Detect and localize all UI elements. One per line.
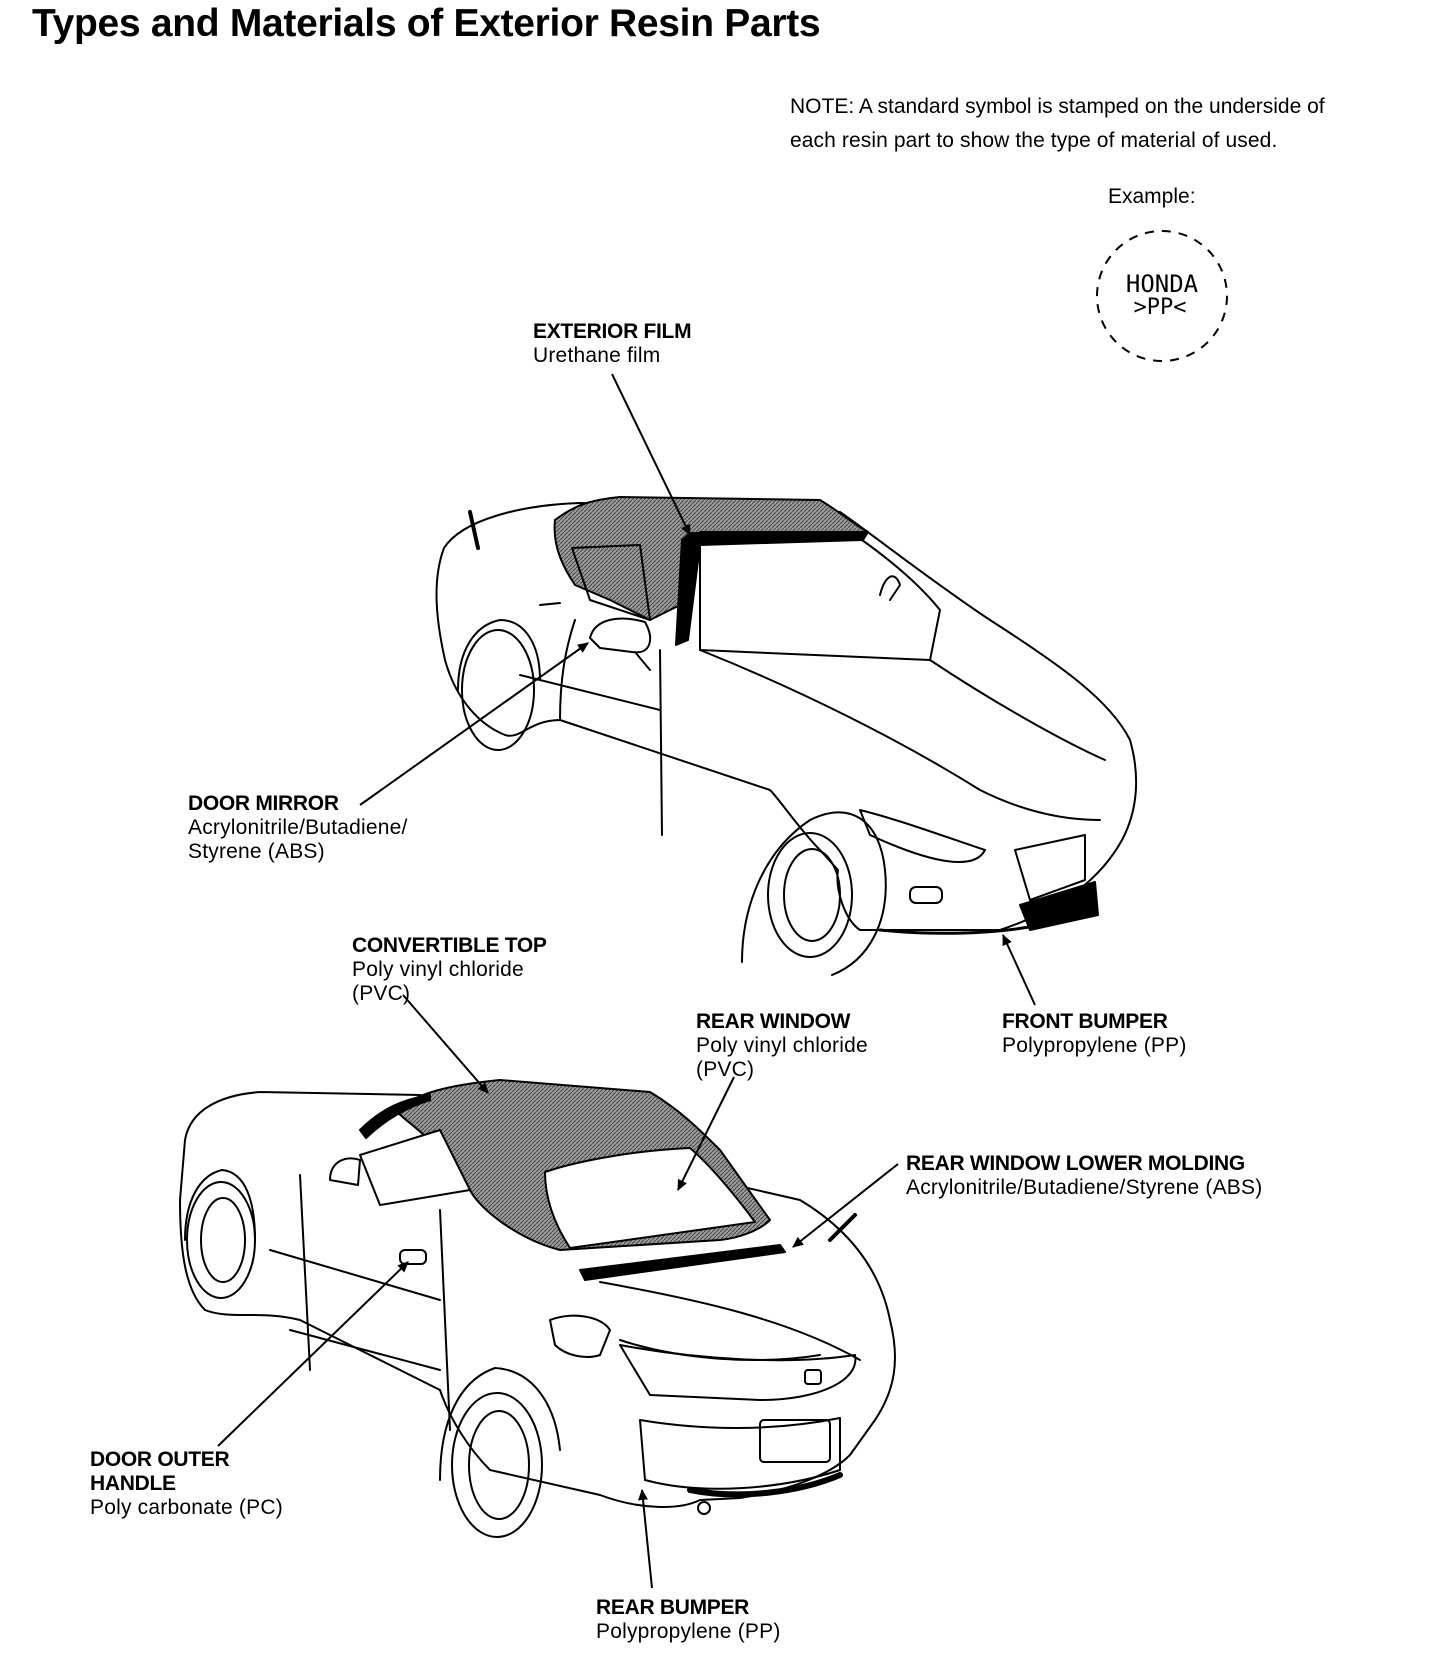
callout-rear-window-lower-molding: REAR WINDOW LOWER MOLDING Acrylonitrile/… [906, 1152, 1262, 1200]
rear-bumper-material: Polypropylene (PP) [596, 1620, 781, 1643]
convertible-top-material-1: Poly vinyl chloride [352, 958, 524, 981]
callout-door-mirror: DOOR MIRROR Acrylonitrile/Butadiene/ Sty… [188, 792, 408, 864]
exterior-film-material: Urethane film [533, 344, 661, 367]
callout-door-outer-handle: DOOR OUTER HANDLE Poly carbonate (PC) [90, 1448, 283, 1520]
leader-exterior-film [611, 373, 691, 536]
rear-window-name: REAR WINDOW [696, 1010, 851, 1033]
rear-car-illustration [179, 1079, 896, 1538]
rear-window-lower-molding-material: Acrylonitrile/Butadiene/Styrene (ABS) [906, 1176, 1263, 1199]
leader-door-outer-handle [217, 1261, 409, 1447]
leader-lines [217, 373, 1036, 1589]
front-bumper-material: Polypropylene (PP) [1002, 1034, 1187, 1057]
leader-front-bumper [1002, 934, 1036, 1006]
honda-pp-stamp: HONDA >PP< [1096, 230, 1228, 362]
note-line-2: each resin part to show the type of mate… [790, 129, 1278, 152]
door-mirror-name: DOOR MIRROR [188, 792, 339, 815]
callout-rear-window: REAR WINDOW Poly vinyl chloride (PVC) [696, 1010, 868, 1082]
callout-convertible-top: CONVERTIBLE TOP Poly vinyl chloride (PVC… [352, 934, 547, 1006]
leader-rear-window [677, 1076, 735, 1191]
rear-window-material-2: (PVC) [696, 1058, 755, 1081]
front-bumper-name: FRONT BUMPER [1002, 1010, 1168, 1033]
note-line-1: NOTE: A standard symbol is stamped on th… [790, 95, 1325, 118]
page-title: Types and Materials of Exterior Resin Pa… [32, 2, 821, 45]
callout-rear-bumper: REAR BUMPER Polypropylene (PP) [596, 1596, 781, 1644]
door-mirror-material-2: Styrene (ABS) [188, 840, 325, 863]
leader-door-mirror [359, 642, 589, 806]
rear-window-material-1: Poly vinyl chloride [696, 1034, 868, 1057]
convertible-top-name: CONVERTIBLE TOP [352, 934, 547, 957]
convertible-top-material-2: (PVC) [352, 982, 411, 1005]
stamp-line-2: >PP< [1134, 295, 1187, 320]
door-mirror-material-1: Acrylonitrile/Butadiene/ [188, 816, 408, 839]
door-outer-handle-material: Poly carbonate (PC) [90, 1496, 283, 1519]
note-text: NOTE: A standard symbol is stamped on th… [790, 90, 1430, 158]
rear-bumper-name: REAR BUMPER [596, 1596, 750, 1619]
front-car-illustration [435, 496, 1138, 976]
door-outer-handle-name-2: HANDLE [90, 1472, 176, 1495]
exterior-film-name: EXTERIOR FILM [533, 320, 692, 343]
rear-window-lower-molding-name: REAR WINDOW LOWER MOLDING [906, 1152, 1245, 1175]
leader-rear-bumper [638, 1489, 653, 1589]
leader-rear-window-lower-molding [792, 1163, 899, 1248]
door-outer-handle-name-1: DOOR OUTER [90, 1448, 230, 1471]
leader-convertible-top [402, 994, 489, 1094]
stamp-line-1: HONDA [1126, 270, 1199, 298]
callout-front-bumper: FRONT BUMPER Polypropylene (PP) [1002, 1010, 1187, 1058]
example-label: Example: [1108, 185, 1196, 208]
callout-exterior-film: EXTERIOR FILM Urethane film [533, 320, 692, 368]
